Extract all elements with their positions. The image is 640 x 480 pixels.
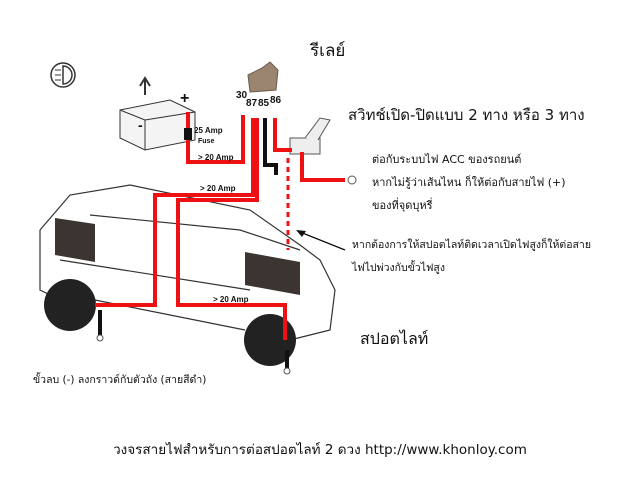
amp-label-2: > 20 Amp bbox=[200, 184, 236, 193]
ground-terminal-icon bbox=[283, 367, 291, 375]
battery-plus-label: + bbox=[180, 90, 189, 107]
left-spotlight bbox=[44, 279, 96, 331]
acc-note-2: หากไม่รู้ว่าเส้นไหน ก็ให้ต่อกับสายไฟ (+) bbox=[372, 175, 566, 189]
switch-label: สวิทช์เปิด-ปิดแบบ 2 ทาง หรือ 3 ทาง bbox=[348, 106, 585, 124]
wire-relay86-switch bbox=[273, 118, 292, 152]
ground-terminal-icon bbox=[96, 334, 104, 342]
arrow-icon bbox=[299, 231, 346, 251]
switch-icon bbox=[289, 117, 331, 155]
wire-switch-acc bbox=[300, 152, 345, 182]
battery bbox=[119, 76, 196, 151]
spotlight-label: สปอตไลท์ bbox=[360, 329, 428, 348]
arrow-head-icon bbox=[296, 230, 306, 237]
amp-label-1: > 20 Amp bbox=[198, 153, 234, 162]
wire-relay85-ground bbox=[263, 118, 278, 175]
fuse-label: 25 Amp bbox=[194, 126, 223, 135]
diagram-title: วงจรสายไฟสำหรับการต่อสปอตไลท์ 2 ดวง http… bbox=[113, 441, 527, 458]
acc-note-1: ต่อกับระบบไฟ ACC ของรถยนต์ bbox=[372, 153, 521, 166]
left-headlight bbox=[55, 218, 95, 262]
relay-pin-30: 30 bbox=[236, 90, 248, 101]
headlight-icon bbox=[50, 62, 76, 88]
relay-pin-87: 87 bbox=[246, 98, 258, 109]
ground-note: ขั้วลบ (-) ลงกราวด์กับตัวถัง (สายสีดำ) bbox=[33, 372, 206, 386]
battery-minus-label: - bbox=[138, 117, 143, 133]
right-headlight bbox=[245, 252, 300, 295]
acc-terminal-icon bbox=[347, 175, 357, 185]
relay-label: รีเลย์ bbox=[309, 41, 345, 61]
acc-note-3: ของที่จุดบุหรี่ bbox=[372, 197, 433, 212]
car-outline bbox=[39, 184, 336, 366]
wire-relay87-left-spot bbox=[95, 118, 255, 307]
relay-pin-85: 85 bbox=[258, 98, 270, 109]
relay-pin-86: 86 bbox=[270, 95, 282, 106]
highbeam-note-2: ไฟไปพ่วงกับขั้วไฟสูง bbox=[351, 260, 445, 274]
amp-label-3: > 20 Amp bbox=[213, 295, 249, 304]
wire-relay87-right-spot bbox=[176, 118, 287, 340]
fuse-label-2: Fuse bbox=[198, 138, 214, 145]
highbeam-note-1: หากต้องการให้สปอตไลท์ติดเวลาเปิดไฟสูงก็ใ… bbox=[352, 237, 591, 251]
fuse-icon bbox=[184, 128, 192, 140]
relay-icon bbox=[247, 61, 279, 93]
